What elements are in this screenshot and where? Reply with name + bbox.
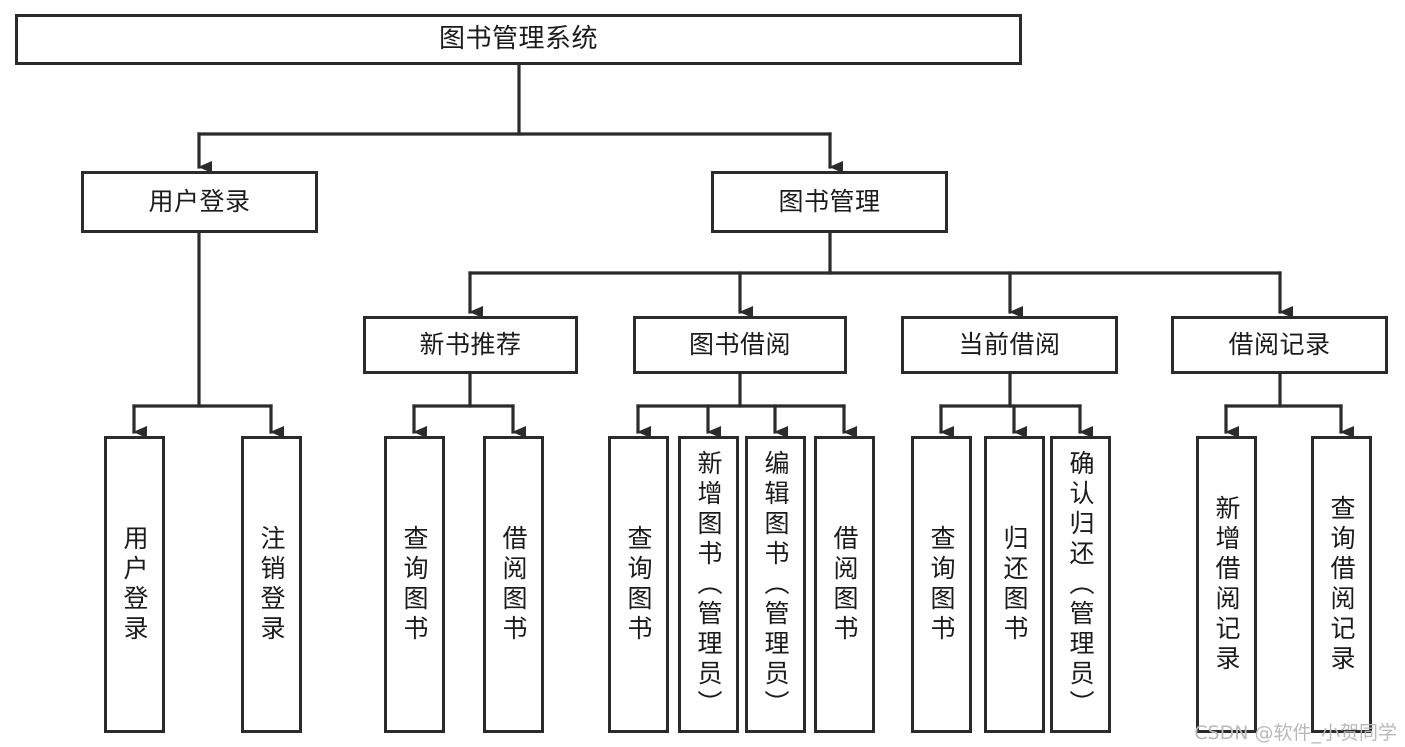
node-book-management[interactable]: 图书管理 [711,171,948,233]
leaf-query-borrow-record[interactable]: 查询借阅记录 [1311,436,1372,733]
leaf-add-borrow-record[interactable]: 新增借阅记录 [1196,436,1257,733]
leaf-label: 注销登录 [257,524,286,645]
leaf-label: 编辑图书（管理员） [761,449,790,720]
leaf-label: 新增图书（管理员） [694,449,723,720]
leaf-borrow-book[interactable]: 借阅图书 [814,436,875,733]
leaf-query-book-current[interactable]: 查询图书 [911,436,972,733]
leaf-label: 新增借阅记录 [1212,494,1241,675]
node-new-book-recommend[interactable]: 新书推荐 [363,316,578,374]
leaf-edit-book-admin[interactable]: 编辑图书（管理员） [745,436,806,733]
leaf-borrow-book-recommend[interactable]: 借阅图书 [483,436,544,733]
leaf-query-book-recommend[interactable]: 查询图书 [384,436,445,733]
leaf-label: 用户登录 [120,524,149,645]
leaf-add-book-admin[interactable]: 新增图书（管理员） [678,436,739,733]
leaf-label: 查询图书 [624,524,653,645]
node-label: 借阅记录 [1228,329,1331,359]
leaf-query-book-borrow[interactable]: 查询图书 [608,436,669,733]
node-label: 用户登录 [148,186,251,216]
node-label: 当前借阅 [958,329,1061,359]
node-root-system[interactable]: 图书管理系统 [15,14,1022,65]
node-label: 图书借阅 [688,329,791,359]
leaf-confirm-return-admin[interactable]: 确认归还（管理员） [1050,436,1111,733]
leaf-label: 借阅图书 [830,524,859,645]
leaf-label: 查询图书 [400,524,429,645]
node-current-borrow[interactable]: 当前借阅 [901,316,1118,374]
node-borrow-record[interactable]: 借阅记录 [1171,316,1388,374]
node-label: 图书管理系统 [438,23,598,54]
leaf-return-book[interactable]: 归还图书 [984,436,1045,733]
leaf-label: 查询图书 [927,524,956,645]
leaf-label: 查询借阅记录 [1327,494,1356,675]
node-label: 图书管理 [778,186,881,216]
leaf-label: 归还图书 [1000,524,1029,645]
node-user-login[interactable]: 用户登录 [81,171,318,233]
leaf-logout[interactable]: 注销登录 [241,436,302,733]
csdn-watermark: CSDN @软件_小贺同学 [1194,722,1397,744]
node-book-borrow[interactable]: 图书借阅 [633,316,847,374]
leaf-label: 借阅图书 [499,524,528,645]
leaf-user-login[interactable]: 用户登录 [104,436,165,733]
leaf-label: 确认归还（管理员） [1066,449,1095,720]
node-label: 新书推荐 [419,329,522,359]
